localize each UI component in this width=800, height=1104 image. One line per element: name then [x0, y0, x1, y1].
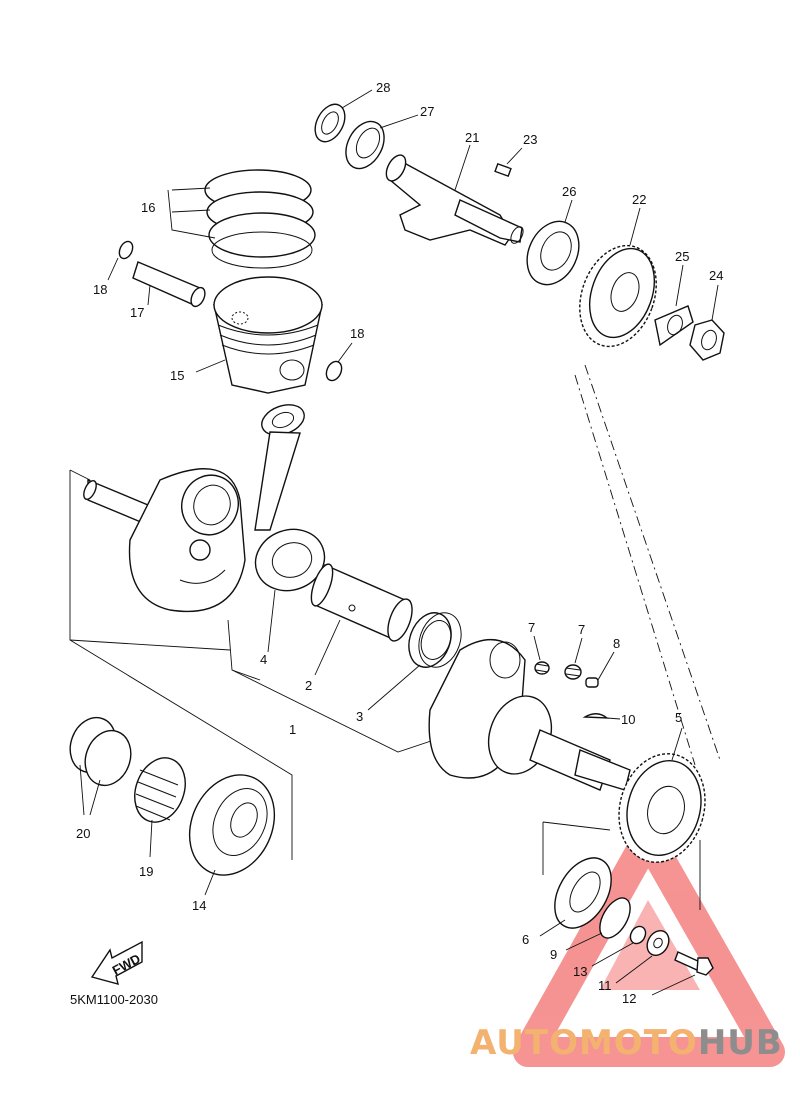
fwd-label: FWD [110, 951, 143, 978]
part-7-spring-b [564, 637, 583, 680]
part-17-piston-pin [132, 261, 206, 308]
callout-3: 3 [356, 709, 363, 724]
part-18-piston-pin-clip-a [107, 240, 134, 281]
callout-2: 2 [305, 678, 312, 693]
part-18-piston-pin-clip-b [325, 342, 353, 382]
callout-13: 13 [573, 964, 587, 979]
callout-9: 9 [550, 947, 557, 962]
callout-14: 14 [192, 898, 206, 913]
part-23-key [494, 147, 523, 178]
callout-1: 1 [289, 722, 296, 737]
callout-11: 11 [598, 978, 612, 993]
part-27-bearing [345, 114, 419, 170]
part-9-circlip [565, 897, 631, 951]
callout-6: 6 [522, 932, 529, 947]
part-21-balancer-shaft [385, 144, 524, 246]
part-15-piston [195, 276, 323, 394]
part-1-crankshaft-right-web [428, 638, 631, 791]
part-8-pin [585, 651, 615, 688]
part-6-plate [539, 857, 612, 937]
callout-7a: 7 [528, 620, 535, 635]
part-11-washer [615, 929, 670, 984]
part-14-bearing [188, 774, 276, 896]
callout-26: 26 [562, 184, 576, 199]
part-28-oil-seal [314, 89, 373, 143]
callout-20: 20 [76, 826, 90, 841]
diagram-part-code: 5KM1100-2030 [70, 992, 158, 1007]
part-16-piston-rings [167, 169, 316, 269]
callout-12: 12 [622, 991, 636, 1006]
callout-7b: 7 [578, 622, 585, 637]
callout-18a: 18 [93, 282, 107, 297]
part-4-connecting-rod [254, 404, 326, 653]
callout-5: 5 [675, 710, 682, 725]
watermark-text-hub: HUB [698, 1023, 783, 1063]
callout-22: 22 [632, 192, 646, 207]
part-5-primary-drive-gear [618, 727, 706, 863]
part-19-spiral-gear [134, 757, 186, 858]
callout-17: 17 [130, 305, 144, 320]
callout-15: 15 [170, 368, 184, 383]
callout-28: 28 [376, 80, 390, 95]
part-12-bolt [651, 951, 714, 996]
callout-8: 8 [613, 636, 620, 651]
part-24-nut [689, 284, 725, 361]
part-26-bearing [526, 199, 580, 286]
callout-18b: 18 [350, 326, 364, 341]
group-outlines [69, 364, 721, 910]
part-13-washer [591, 925, 647, 967]
part-3-needle-bearing [367, 612, 462, 711]
watermark-logo-text: AUTOMOTOHUB [470, 1023, 783, 1063]
part-2-crank-pin [310, 563, 413, 676]
part-7-spring-a [533, 635, 550, 675]
part-20-circlips [69, 716, 132, 816]
callout-16: 16 [141, 200, 155, 215]
part-1-crankshaft-left-web [83, 468, 246, 613]
callout-10: 10 [621, 712, 635, 727]
callout-23: 23 [523, 132, 537, 147]
callout-24: 24 [709, 268, 723, 283]
callout-21: 21 [465, 130, 479, 145]
fwd-direction-arrow: FWD [90, 940, 143, 985]
part-22-balancer-gear [579, 207, 657, 348]
part-10-woodruff-key [582, 713, 621, 720]
part-25-lock-washer [654, 264, 694, 347]
callout-4: 4 [260, 652, 267, 667]
callout-19: 19 [139, 864, 153, 879]
callout-25: 25 [675, 249, 689, 264]
callout-numbers: 28 27 21 23 26 22 25 24 16 18 17 18 15 4… [76, 80, 723, 1006]
watermark-text-automoto: AUTOMOTO [470, 1023, 698, 1063]
callout-27: 27 [420, 104, 434, 119]
